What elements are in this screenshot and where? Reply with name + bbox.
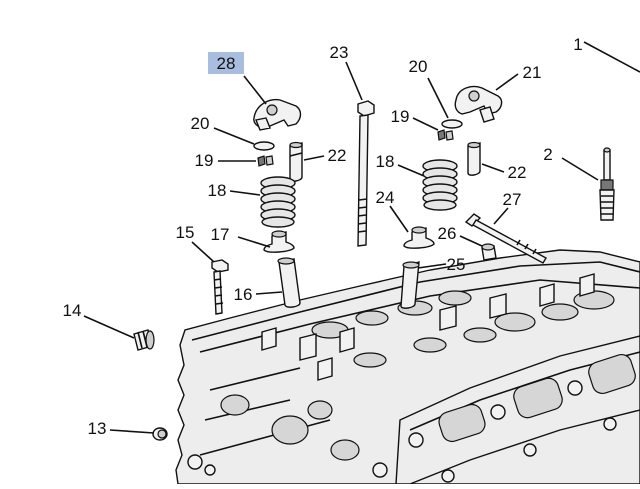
callout-20-right: 20	[409, 57, 428, 76]
bolt-left	[211, 259, 229, 315]
callout-27: 27	[503, 190, 522, 209]
lash-adjuster-right	[467, 141, 481, 176]
valve-cap-right	[441, 119, 463, 129]
callout-19-right: 19	[391, 107, 410, 126]
bolt-27	[464, 213, 547, 264]
callout-1: 1	[573, 35, 582, 54]
valve-seal-left	[263, 230, 295, 253]
callout-18-right: 18	[376, 152, 395, 171]
valve-cap-left	[253, 141, 275, 151]
callout-2: 2	[543, 145, 552, 164]
plug-26	[481, 243, 497, 261]
valve-spring-right	[422, 159, 458, 211]
callout-28: 28	[217, 54, 236, 73]
left-valvetrain-parts	[133, 98, 303, 441]
callout-14: 14	[63, 301, 82, 320]
rocker-arm-right	[454, 85, 503, 123]
callout-22-right: 22	[508, 163, 527, 182]
valve-keepers-left	[257, 155, 274, 167]
leader-lines	[83, 41, 640, 434]
plug-13	[152, 427, 168, 441]
spark-plug-2	[599, 147, 615, 221]
callout-17: 17	[211, 225, 230, 244]
callout-16: 16	[234, 285, 253, 304]
callout-26: 26	[438, 224, 457, 243]
callout-23: 23	[330, 43, 349, 62]
plug-14	[133, 329, 155, 351]
callout-28-highlight	[208, 52, 244, 74]
callout-13: 13	[88, 419, 107, 438]
cylinder-head	[175, 249, 640, 485]
valve-seal-right	[403, 226, 435, 249]
valve-keepers-right	[437, 129, 454, 141]
callout-18-left: 18	[208, 181, 227, 200]
intake-port-rail	[395, 335, 640, 485]
valve-guide-right	[400, 261, 420, 309]
cam-bosses	[261, 273, 595, 381]
valve-guide-left	[277, 257, 301, 308]
callout-19-left: 19	[195, 151, 214, 170]
callout-15: 15	[176, 223, 195, 242]
callout-labels: 28 23 20 19 22 18 15 17 16 14 13 20 21 1…	[63, 35, 583, 438]
callout-24: 24	[376, 188, 395, 207]
rocker-arm-left	[253, 98, 302, 131]
valve-spring-left	[260, 176, 296, 228]
callout-21: 21	[523, 63, 542, 82]
callout-22-left: 22	[328, 146, 347, 165]
callout-25: 25	[447, 255, 466, 274]
head-bolt-23	[357, 100, 375, 247]
callout-20-left: 20	[191, 114, 210, 133]
lash-adjuster-left	[289, 141, 303, 182]
right-valvetrain-parts	[400, 85, 615, 309]
head-front-face	[187, 367, 388, 478]
